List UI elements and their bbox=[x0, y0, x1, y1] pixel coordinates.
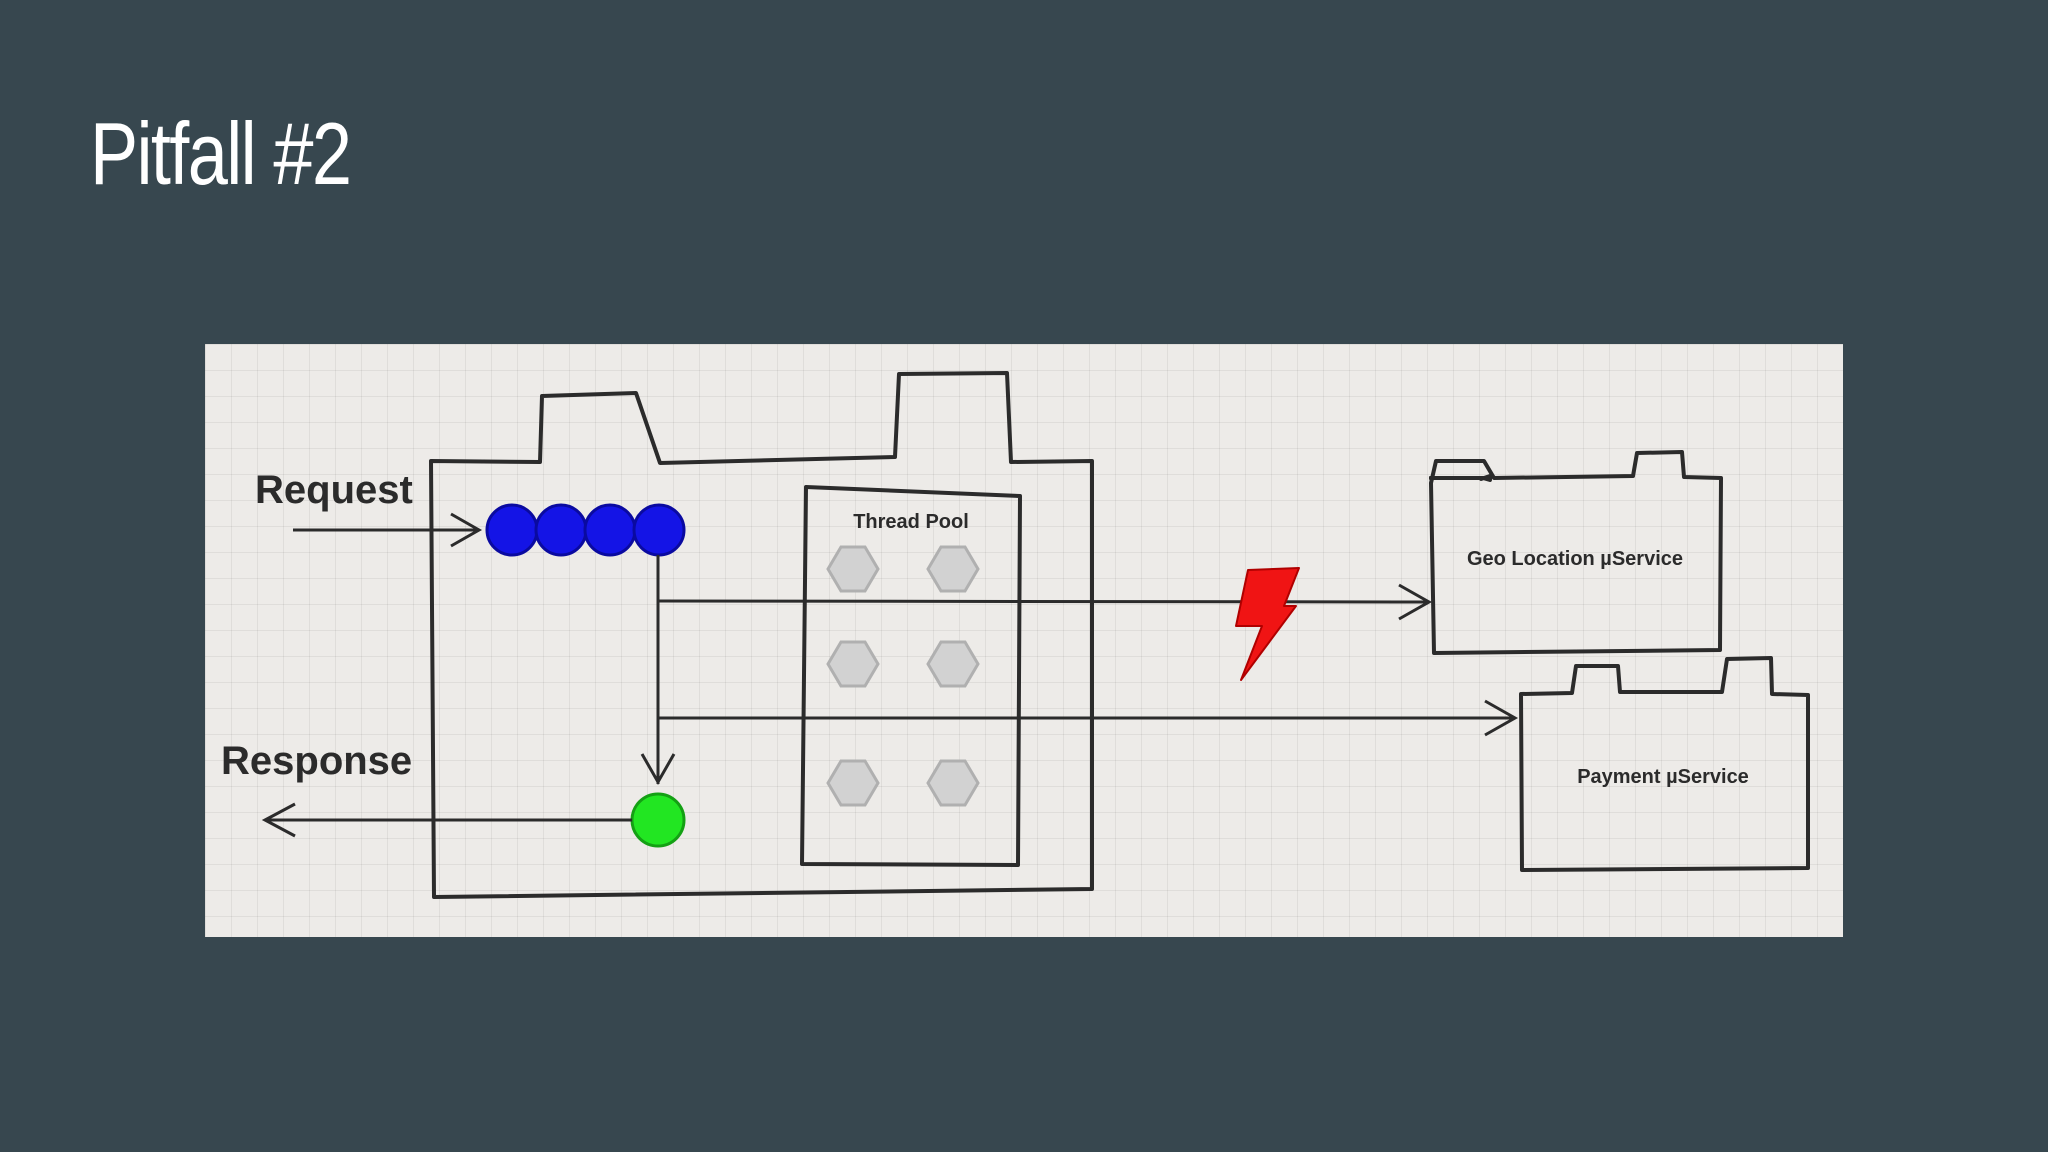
payment-service-box bbox=[1519, 656, 1810, 872]
geo-call-arrowhead bbox=[1398, 583, 1433, 621]
geo-call-line bbox=[657, 599, 1430, 604]
queued-request-dot bbox=[534, 503, 588, 557]
thread-slots bbox=[826, 545, 980, 807]
geo-location-service-label: Geo Location µService bbox=[1467, 548, 1683, 570]
response-arrowhead bbox=[261, 802, 296, 838]
queued-request-dot bbox=[485, 503, 539, 557]
completed-response-dot bbox=[630, 792, 686, 848]
thread-hexagon bbox=[926, 640, 980, 688]
thread-hexagon bbox=[826, 545, 880, 593]
lightning-bolt-icon bbox=[1235, 567, 1300, 681]
queued-request-dot bbox=[583, 503, 637, 557]
app-container bbox=[429, 371, 1094, 899]
architecture-diagram: Thread Pool bbox=[205, 344, 1843, 937]
payment-call-arrowhead bbox=[1484, 699, 1519, 737]
queued-request-dot bbox=[632, 503, 686, 557]
thread-hexagon bbox=[826, 759, 880, 807]
request-queue bbox=[485, 503, 686, 557]
request-arrowhead bbox=[450, 512, 483, 548]
geo-location-service-real-box bbox=[1429, 450, 1723, 655]
payment-service-label: Payment µService bbox=[1577, 766, 1749, 788]
response-label: Response bbox=[221, 739, 412, 783]
thread-pool-label: Thread Pool bbox=[853, 511, 969, 533]
slide-title: Pitfall #2 bbox=[90, 104, 352, 203]
thread-hexagon bbox=[926, 759, 980, 807]
thread-hexagon bbox=[826, 640, 880, 688]
processing-arrowhead bbox=[640, 753, 676, 786]
thread-hexagon bbox=[926, 545, 980, 593]
thread-pool-box bbox=[800, 485, 1022, 867]
request-label: Request bbox=[255, 468, 413, 512]
